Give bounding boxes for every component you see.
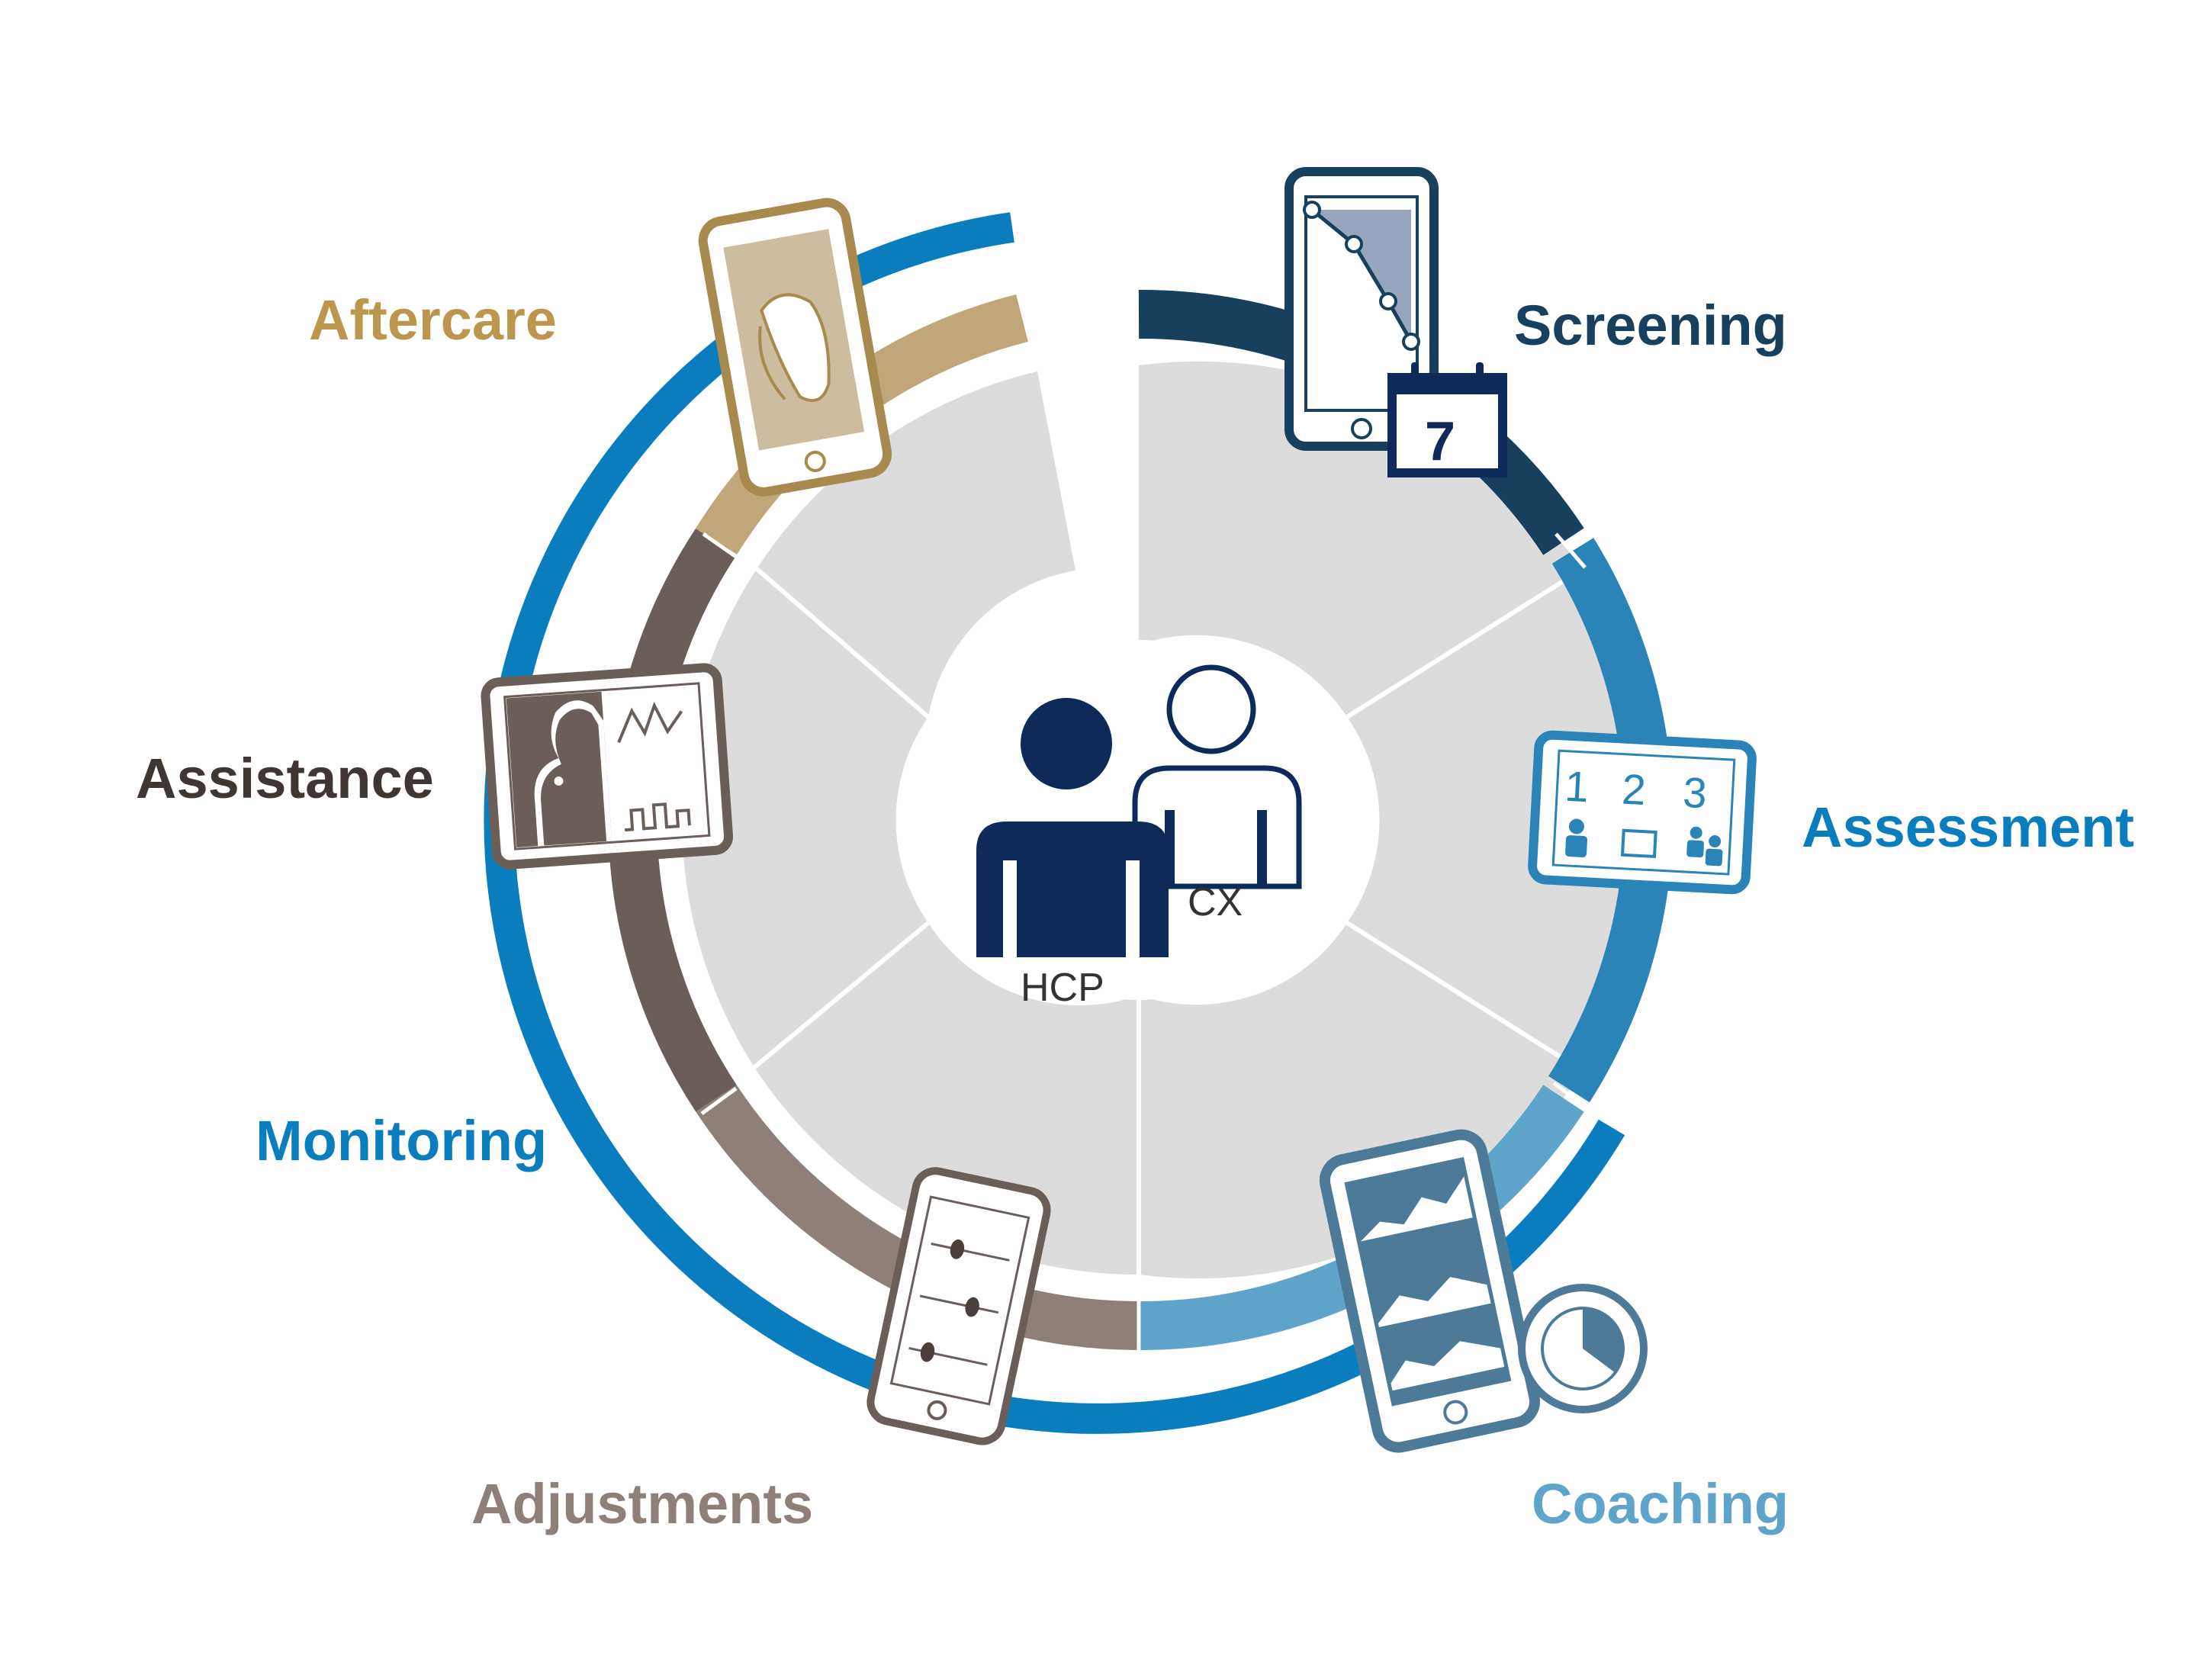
phone-hearing-aid-icon — [698, 198, 892, 497]
inner-segment-assistance — [682, 569, 928, 1071]
svg-text:3: 3 — [1682, 768, 1708, 818]
inner-segment-assessment — [1347, 569, 1657, 1071]
label-adjustments: Adjustments — [471, 1472, 813, 1535]
label-aftercare: Aftercare — [309, 288, 557, 352]
ring-monitoring — [484, 212, 1625, 1434]
label-monitoring: Monitoring — [256, 1109, 547, 1172]
segment-dividers — [715, 565, 1587, 1278]
ring-dividers — [700, 532, 1588, 1354]
label-coaching: Coaching — [1532, 1472, 1789, 1535]
customer-figure — [1132, 664, 1302, 889]
svg-text:2: 2 — [1621, 765, 1647, 815]
inner-ring — [682, 361, 1657, 1279]
tablet-video-support-icon — [481, 663, 734, 870]
cx-label: CX — [1188, 880, 1243, 924]
inner-segment-adjustments — [757, 923, 1139, 1275]
label-assessment: Assessment — [1802, 796, 2134, 859]
label-screening: Screening — [1514, 294, 1787, 357]
hcp-figure — [976, 698, 1169, 957]
inner-segment-aftercare — [757, 371, 1075, 717]
calendar-day-text: 7 — [1425, 411, 1455, 472]
tablet-hearing-test-calendar-icon: 7 — [1284, 167, 1507, 477]
label-assistance: Assistance — [136, 747, 434, 810]
tablet-numbered-steps-icon: 1 2 3 — [1528, 730, 1757, 895]
inner-segment-coaching — [1139, 923, 1583, 1279]
phone-charts-clock-icon — [1319, 1129, 1648, 1453]
hcp-label: HCP — [1021, 966, 1104, 1010]
svg-text:1: 1 — [1564, 762, 1590, 812]
phone-sliders-icon — [866, 1167, 1051, 1445]
inner-segment-screening — [1139, 361, 1583, 717]
